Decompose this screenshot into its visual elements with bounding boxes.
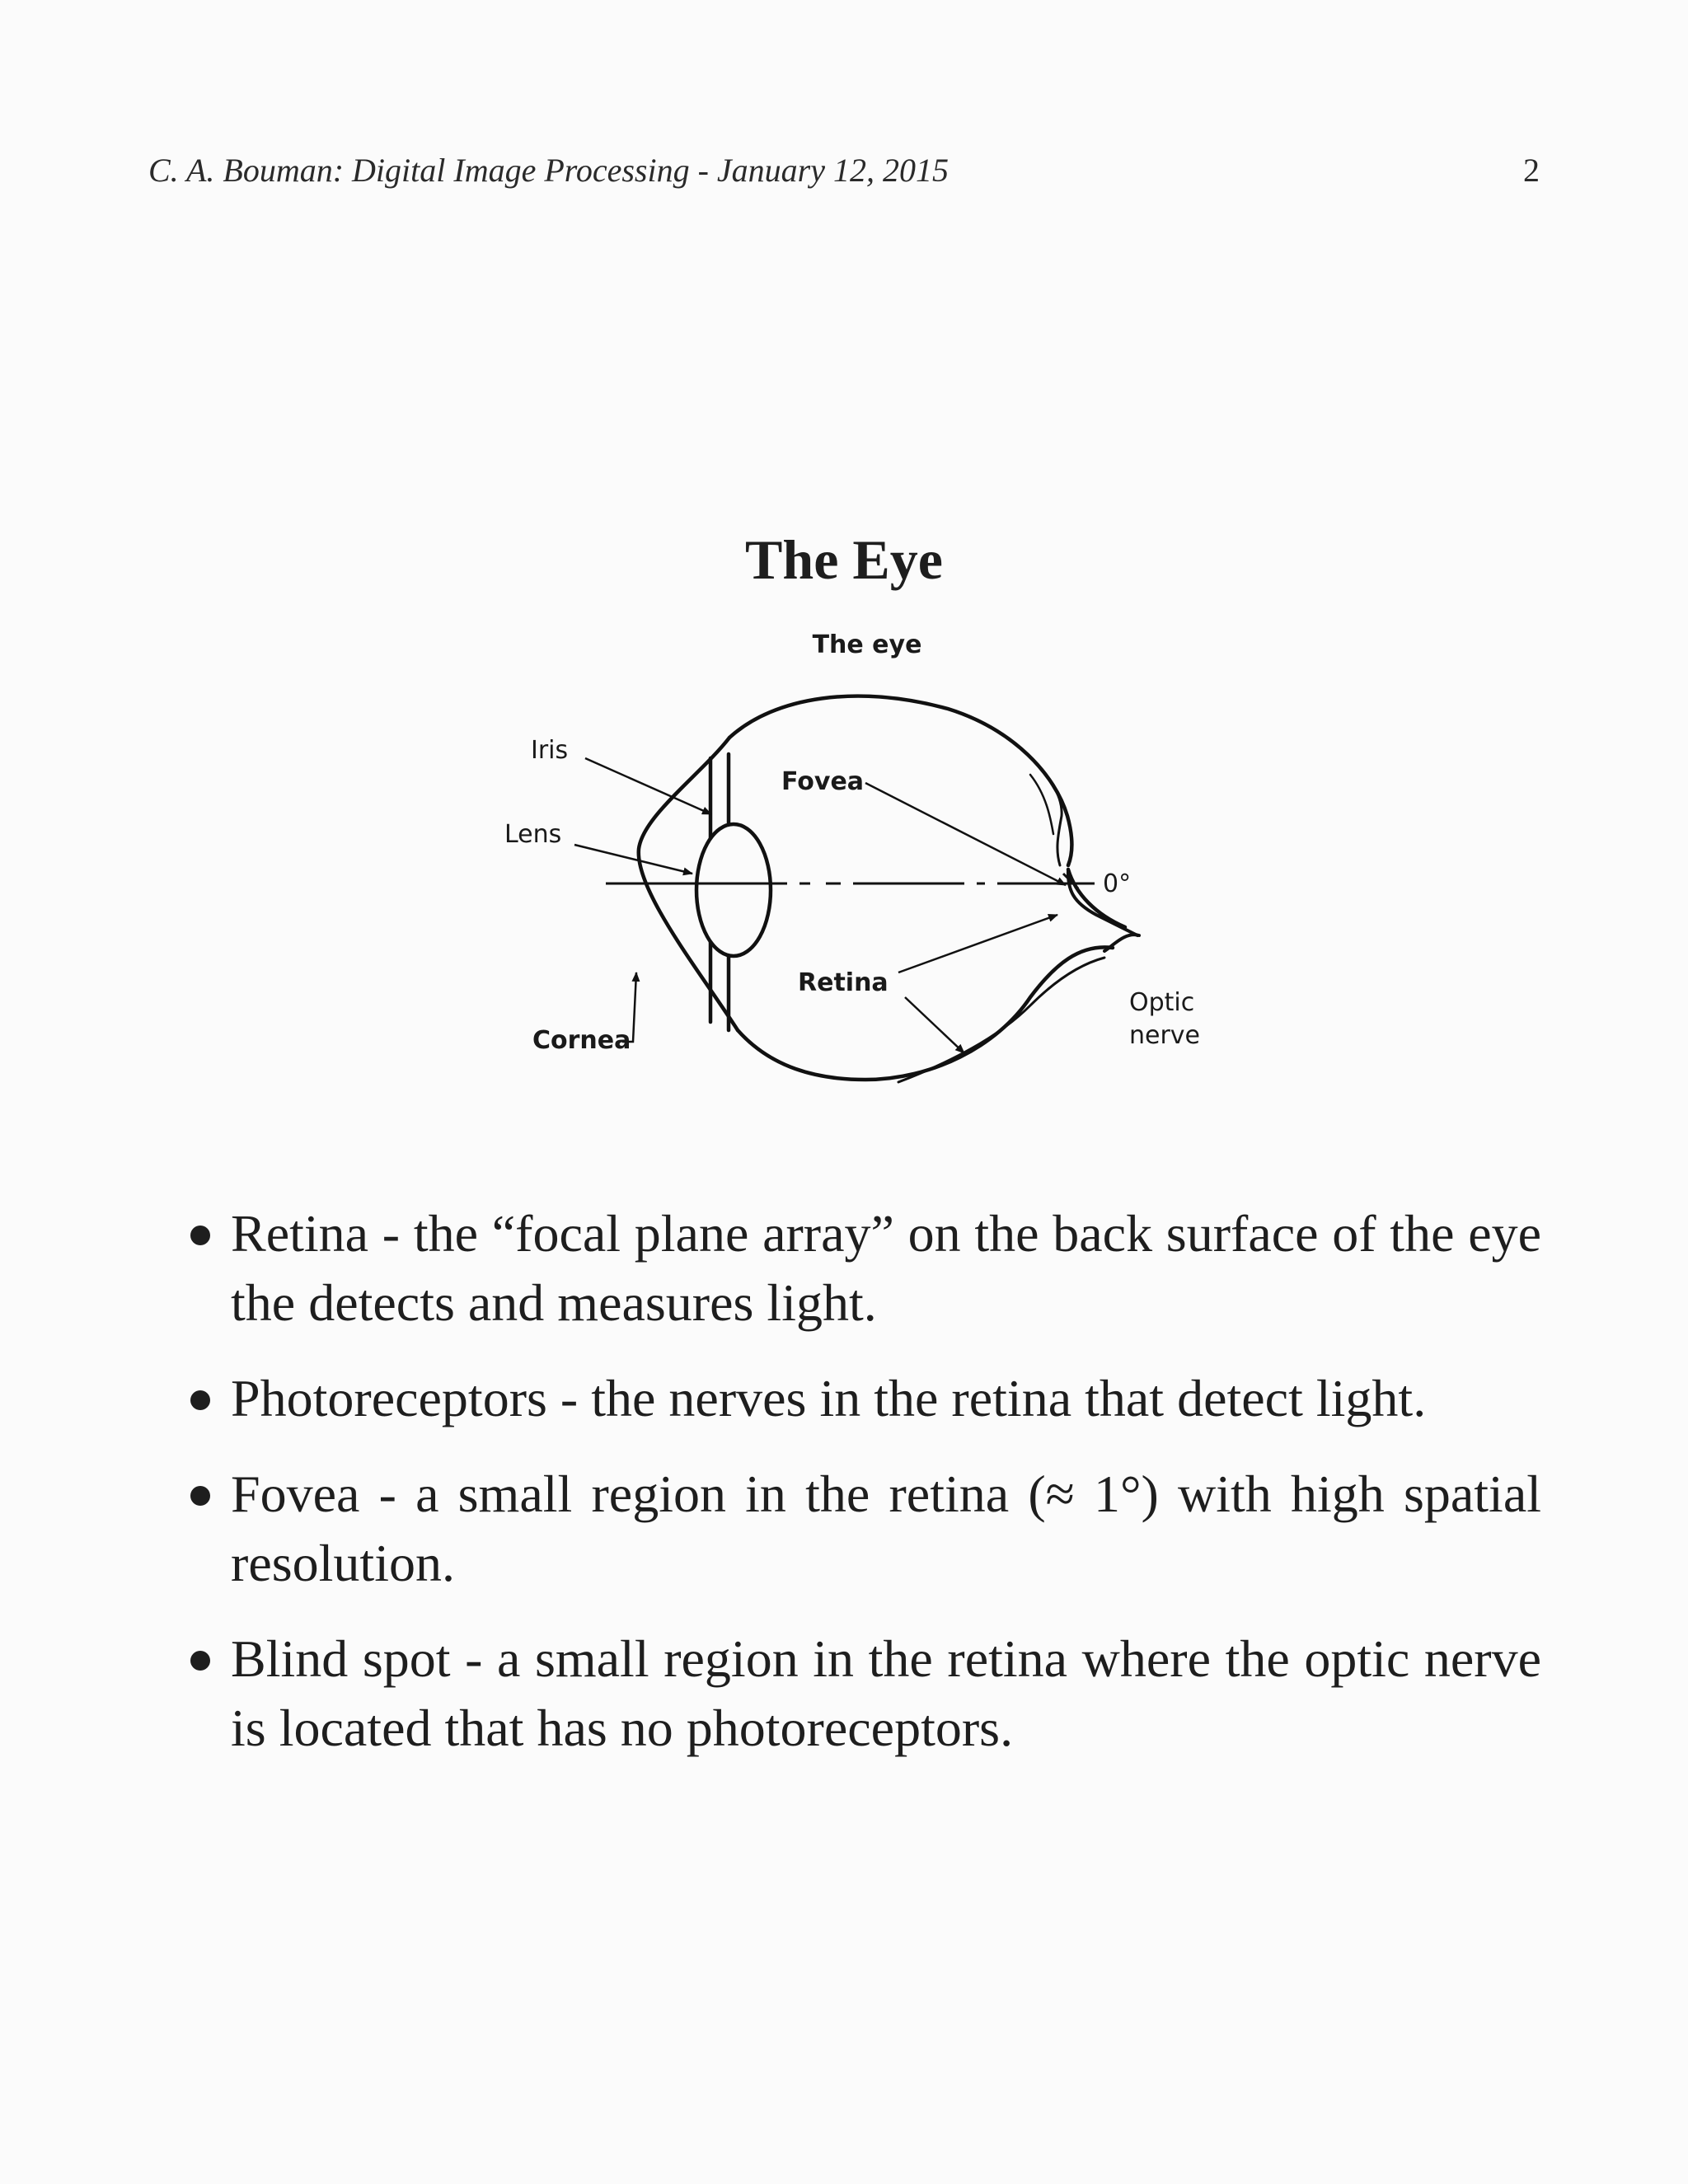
bullet-item-blind-spot: Blind spot - a small region in the retin… <box>185 1624 1541 1763</box>
bullet-text: Photoreceptors - the nerves in the retin… <box>231 1369 1426 1427</box>
label-nerve: nerve <box>1129 1021 1200 1050</box>
retina-arrow-upper <box>898 915 1057 972</box>
bullet-list: Retina - the “focal plane array” on the … <box>185 1199 1541 1789</box>
label-lens: Lens <box>504 820 561 849</box>
retina-arrow-lower <box>905 997 964 1053</box>
eye-outline <box>639 696 1139 1082</box>
slide-title: The Eye <box>0 527 1688 593</box>
label-iris: Iris <box>531 736 568 765</box>
iris-arrow <box>585 758 711 814</box>
bullet-dot <box>190 1226 210 1245</box>
figure-caption: The eye <box>813 630 922 659</box>
bullet-dot <box>190 1651 210 1671</box>
label-retina: Retina <box>798 968 889 997</box>
label-fovea: Fovea <box>781 767 864 796</box>
eye-diagram: The eye <box>486 618 1228 1113</box>
bullet-text: Retina - the “focal plane array” on the … <box>231 1204 1541 1332</box>
running-title: C. A. Bouman: Digital Image Processing -… <box>148 151 949 190</box>
bullet-item-photoreceptors: Photoreceptors - the nerves in the retin… <box>185 1364 1541 1433</box>
bullet-text: Fovea - a small region in the retina (≈ … <box>231 1465 1541 1592</box>
bullet-dot <box>190 1486 210 1506</box>
fovea-arrow <box>865 783 1066 885</box>
page-number: 2 <box>1523 151 1540 190</box>
bullet-item-retina: Retina - the “focal plane array” on the … <box>185 1199 1541 1338</box>
label-optic: Optic <box>1129 988 1194 1017</box>
lens-arrow <box>574 845 692 874</box>
pointer-arrows <box>574 758 1066 1053</box>
bullet-text: Blind spot - a small region in the retin… <box>231 1629 1541 1757</box>
optical-axis <box>606 874 1095 888</box>
page-header: C. A. Bouman: Digital Image Processing -… <box>148 151 1540 190</box>
bullet-dot <box>190 1390 210 1410</box>
label-cornea: Cornea <box>532 1026 631 1055</box>
bullet-item-fovea: Fovea - a small region in the retina (≈ … <box>185 1460 1541 1598</box>
label-angle: 0° <box>1103 869 1131 898</box>
